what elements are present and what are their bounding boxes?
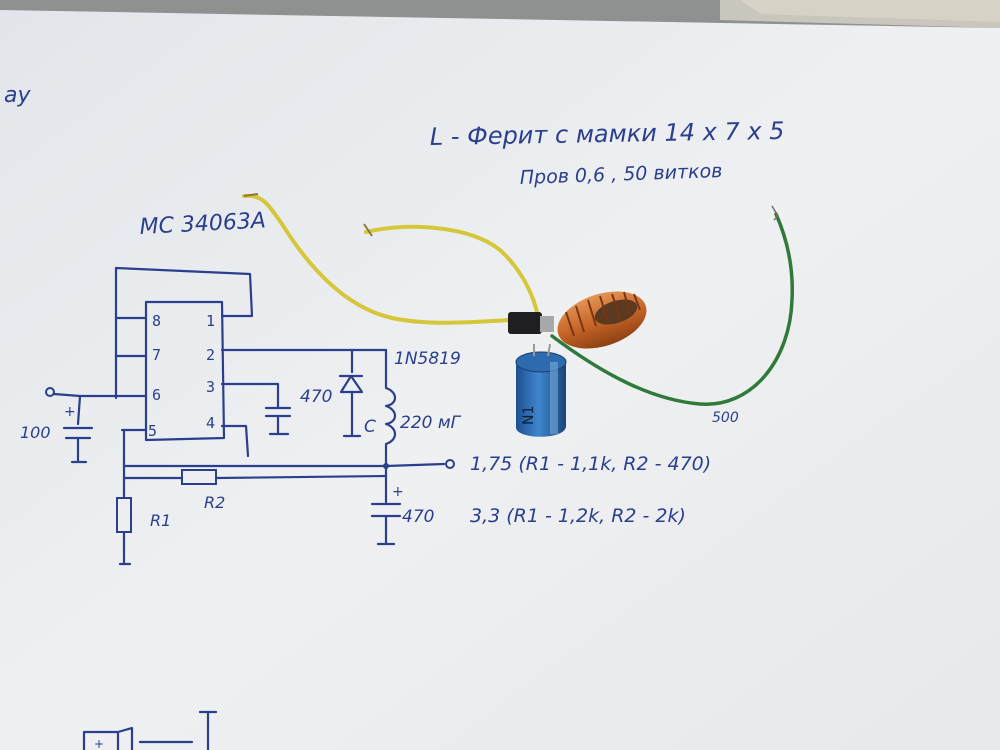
inductor-letter: C — [364, 417, 376, 437]
inductor-label: 220 мГ — [400, 413, 462, 433]
pin-1-label: 1 — [206, 312, 215, 330]
background-grid-sheet — [740, 0, 1000, 22]
pin-3-label: 3 — [206, 378, 215, 396]
pin-7-label: 7 — [152, 346, 161, 364]
green-wire-tip — [771, 205, 779, 221]
input-capacitor-label: 100 — [20, 423, 51, 442]
output-capacitor-label: 470 — [402, 507, 434, 527]
toroid-inductor — [557, 291, 647, 349]
pin-6-label: 6 — [152, 386, 161, 404]
note-line-1: L - Ферит с мамки 14 x 7 x 5 — [430, 117, 785, 151]
yellow-wire-long — [242, 193, 514, 325]
capacitor-marking: N1 — [521, 406, 537, 425]
pin-5-label: 5 — [148, 422, 157, 440]
pin-numbers: 8 7 6 5 1 2 3 4 — [148, 312, 215, 440]
output-option-2: 3,3 (R1 - 1,2k, R2 - 2k) — [470, 505, 686, 527]
r1-label: R1 — [150, 511, 171, 530]
pin-2-label: 2 — [206, 346, 215, 364]
green-wire — [550, 212, 795, 406]
r2-label: R2 — [204, 493, 225, 512]
output-option-1: 1,75 (R1 - 1,1k, R2 - 470) — [470, 453, 711, 475]
resistor-r1 — [116, 497, 132, 533]
output-option-1-struck: 500 — [712, 410, 739, 426]
output-terminal — [445, 459, 455, 469]
input-terminal — [45, 387, 55, 397]
diode-symbol — [338, 348, 364, 438]
inductor-symbol — [384, 348, 397, 468]
timing-capacitor — [264, 406, 292, 436]
diode-label: 1N5819 — [394, 349, 461, 369]
output-capacitor — [370, 464, 402, 546]
timing-capacitor-label: 470 — [300, 387, 332, 407]
yellow-wire-short — [364, 224, 540, 318]
yellow-wire-tip-1 — [243, 193, 259, 197]
electrolytic-capacitor: N1 — [515, 343, 567, 437]
ic-body — [144, 300, 226, 442]
input-capacitor — [52, 392, 94, 464]
output-capacitor-plus: + — [392, 484, 404, 500]
input-capacitor-plus: + — [64, 404, 76, 420]
bottom-partial-plus: + — [94, 737, 104, 750]
pin-8-label: 8 — [152, 312, 161, 330]
pin-4-label: 4 — [206, 414, 215, 432]
smd-pad — [540, 316, 554, 332]
bottom-partial-schematic — [82, 710, 218, 750]
schematic — [78, 266, 388, 458]
yellow-wire-tip-2 — [363, 223, 373, 237]
margin-fragment: ay — [4, 83, 31, 108]
smd-component — [508, 312, 542, 334]
